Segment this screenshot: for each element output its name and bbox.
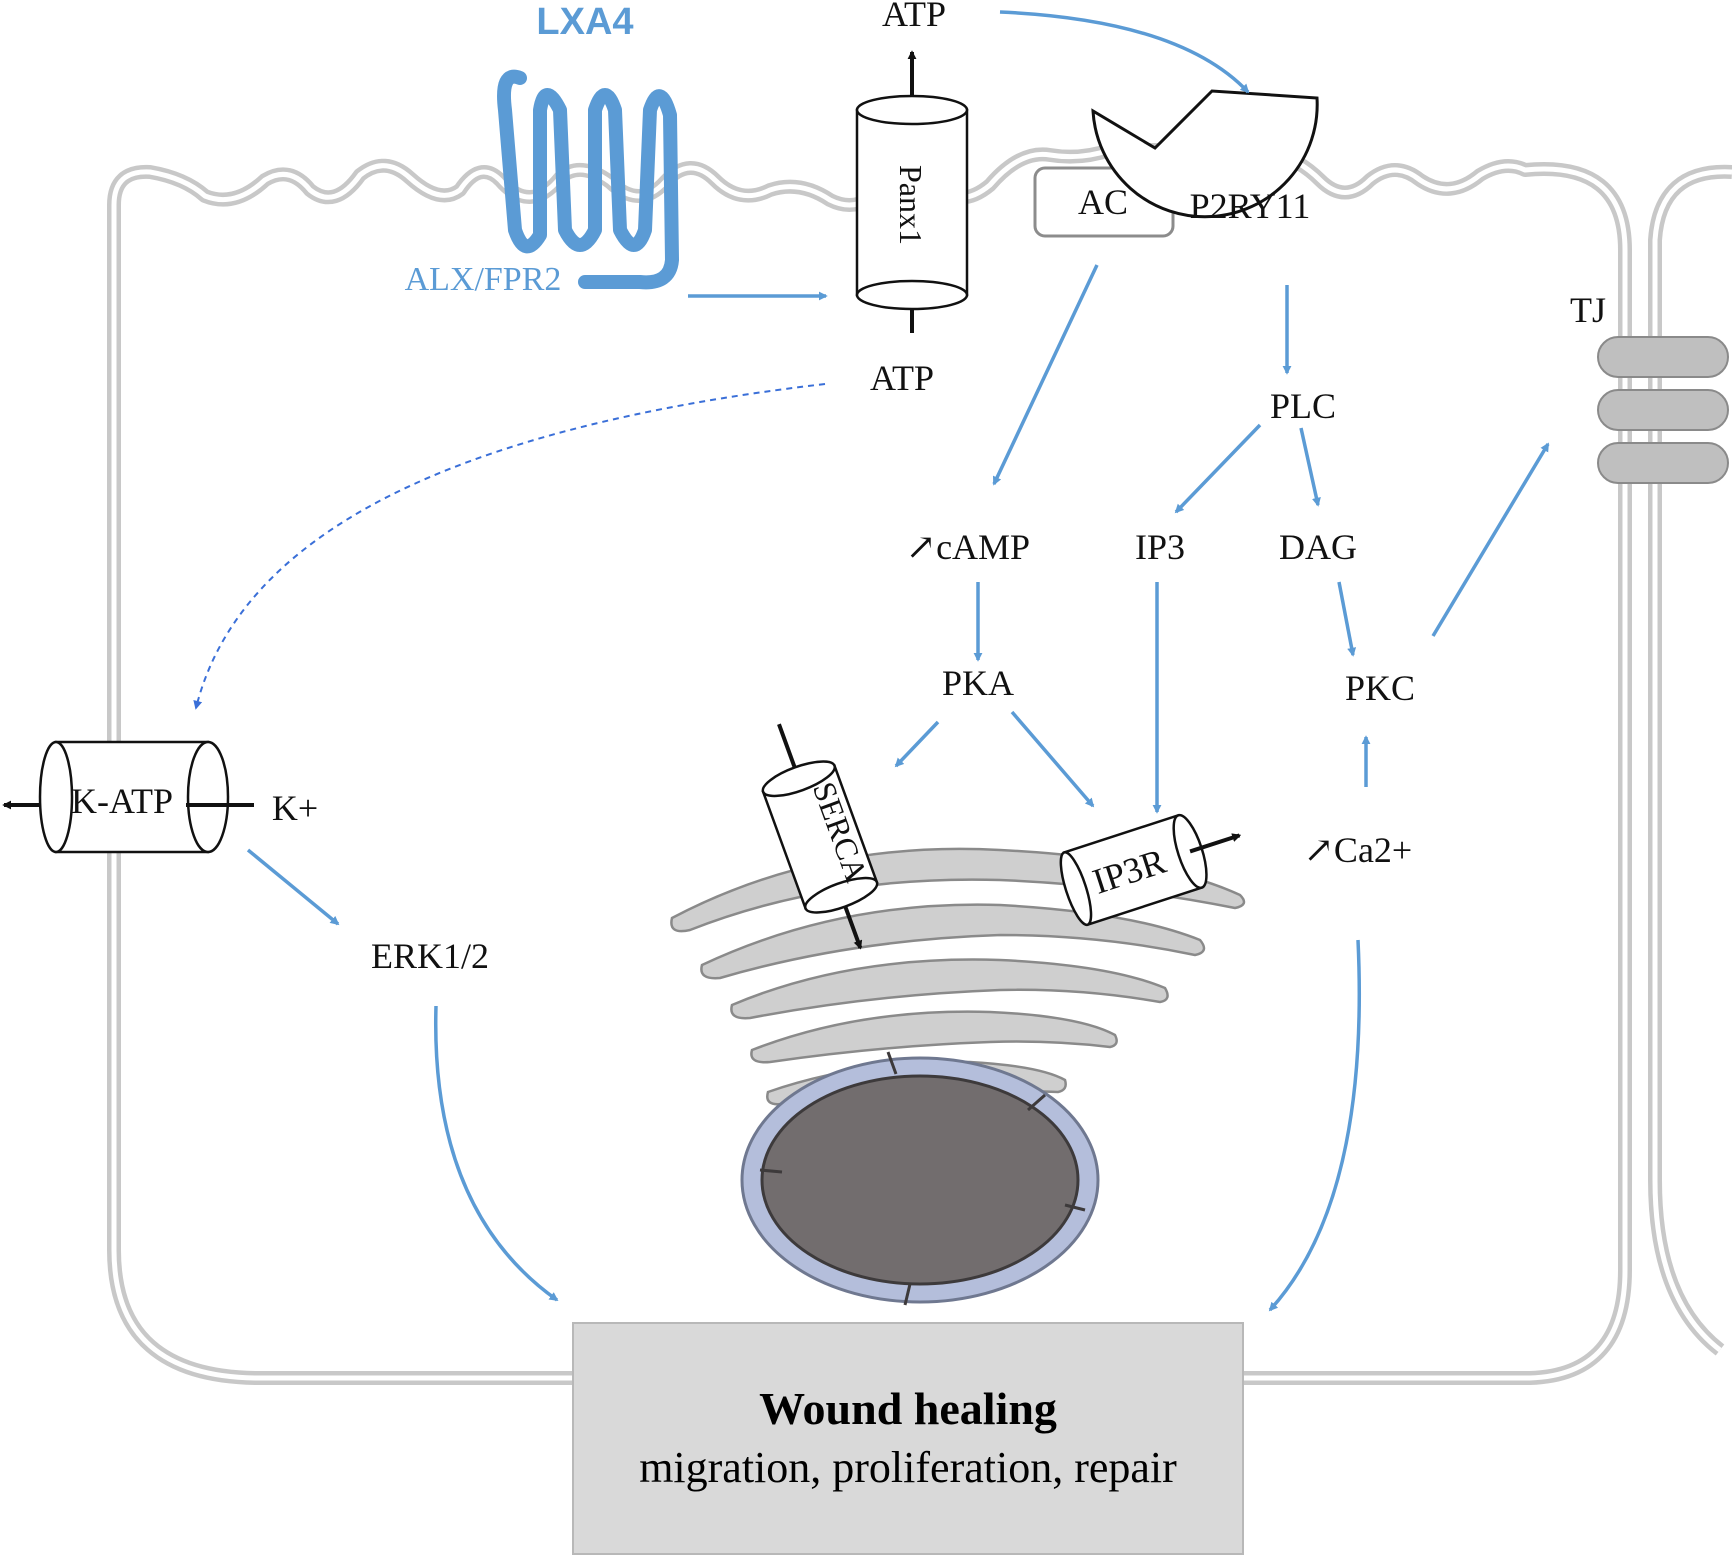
- camp-label: ↗cAMP: [906, 527, 1030, 567]
- katp-label: K-ATP: [71, 781, 173, 821]
- ip3r-channel: IP3R: [1059, 813, 1242, 927]
- arrow-ac-to-camp: [992, 264, 1099, 486]
- cell-membrane: [107, 143, 1632, 1385]
- panx1-label: Panx1: [893, 165, 929, 245]
- arrow-dag-to-pkc: [1337, 581, 1357, 657]
- lxa4-label: LXA4: [536, 1, 633, 43]
- alx-fpr2-label: ALX/FPR2: [405, 261, 562, 298]
- neighbor-cell-membrane: [1648, 164, 1732, 1356]
- arrow-erk-to-wound-healing: [433, 1005, 559, 1302]
- erk-label: ERK1/2: [371, 936, 489, 976]
- nuclear-pores: [759, 1051, 1086, 1306]
- panx1-channel: Panx1: [855, 50, 969, 333]
- calcium-label: ↗Ca2+: [1304, 830, 1412, 870]
- arrow-pka-to-ip3r: [1010, 710, 1095, 808]
- ip3-label: IP3: [1135, 527, 1185, 567]
- arrow-atp-to-p2ry11: [999, 10, 1250, 94]
- arrow-atp-to-katp: [193, 383, 826, 710]
- tj-label: TJ: [1570, 290, 1606, 330]
- wound-healing-description: migration, proliferation, repair: [639, 1442, 1177, 1492]
- nucleus: [760, 1074, 1080, 1286]
- wound-healing-box: Wound healing migration, proliferation, …: [572, 1322, 1244, 1555]
- pka-label: PKA: [942, 663, 1014, 703]
- wound-healing-title: Wound healing: [759, 1382, 1057, 1434]
- pkc-label: PKC: [1345, 668, 1415, 708]
- atp-extracellular-label: ATP: [882, 0, 946, 34]
- alx-fpr2-receptor: [497, 69, 679, 290]
- p2ry11-label: P2RY11: [1190, 186, 1311, 226]
- arrow-pkc-to-tj: [1431, 442, 1550, 637]
- dag-label: DAG: [1279, 527, 1357, 567]
- katp-channel: K-ATP: [2, 740, 254, 854]
- arrow-plc-to-dag: [1299, 427, 1321, 507]
- arrow-plc-to-ip3: [1174, 423, 1262, 514]
- tight-junction: [1597, 336, 1729, 484]
- arrow-katp-to-erk: [246, 848, 340, 926]
- plc-label: PLC: [1270, 386, 1336, 426]
- k-ion-label: K+: [272, 788, 318, 828]
- signal-arrows: [193, 10, 1550, 1312]
- arrow-pka-to-serca: [894, 720, 940, 768]
- atp-intracellular-label: ATP: [870, 358, 934, 398]
- arrow-calcium-to-wound-healing: [1268, 939, 1362, 1312]
- p2ry11-receptor: [1091, 89, 1319, 219]
- ac-label: AC: [1078, 182, 1128, 222]
